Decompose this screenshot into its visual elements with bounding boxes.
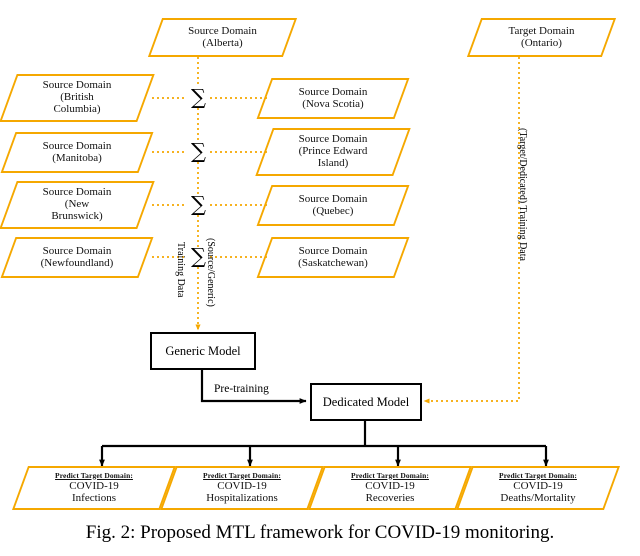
figure-caption: Fig. 2: Proposed MTL framework for COVID… <box>85 522 555 543</box>
dotted-source-edges <box>152 57 268 258</box>
source-domain-region: (Alberta) <box>202 36 243 49</box>
source-domain-nova-scotia[interactable]: Source Domain (Nova Scotia) <box>256 78 410 119</box>
edge-label-target-dedicated-training-data: (Target/Dedicated) Training Data <box>517 128 528 261</box>
summation-operator-2: ∑ <box>191 139 206 163</box>
output-branch-arrows <box>99 446 549 467</box>
source-domain-region: (Nova Scotia) <box>302 97 364 110</box>
output-distribution-bus <box>102 421 546 448</box>
target-domain-region: (Ontario) <box>521 36 562 49</box>
output-line-2: Hospitalizations <box>206 491 278 504</box>
source-domain-newfoundland[interactable]: Source Domain (Newfoundland) <box>0 237 154 278</box>
generic-model-box[interactable]: Generic Model <box>150 332 256 370</box>
source-domain-region: (Newfoundland) <box>40 256 114 269</box>
output-title: Predict Target Domain: <box>55 470 133 480</box>
output-covid19-recoveries[interactable]: Predict Target Domain: COVID-19 Recoveri… <box>307 466 473 510</box>
output-line-1: COVID-19 <box>217 479 267 492</box>
source-domain-alberta[interactable]: Source Domain (Alberta) <box>147 18 298 57</box>
source-domain-manitoba[interactable]: Source Domain (Manitoba) <box>0 132 154 173</box>
output-line-1: COVID-19 <box>69 479 119 492</box>
source-domain-region-cont: Brunswick) <box>51 209 103 222</box>
output-covid19-deaths-mortality[interactable]: Predict Target Domain: COVID-19 Deaths/M… <box>455 466 621 510</box>
source-domain-british-columbia[interactable]: Source Domain (British Columbia) <box>0 74 155 122</box>
source-domain-title: Source Domain <box>298 85 368 98</box>
target-domain-ontario[interactable]: Target Domain (Ontario) <box>466 18 617 57</box>
source-domain-saskatchewan[interactable]: Source Domain (Saskatchewan) <box>256 237 410 278</box>
output-line-1: COVID-19 <box>365 479 415 492</box>
edge-label-pre-training: Pre-training <box>214 383 269 395</box>
source-domain-new-brunswick[interactable]: Source Domain (New Brunswick) <box>0 181 155 229</box>
generic-model-label: Generic Model <box>165 343 241 358</box>
source-domain-title: Source Domain <box>188 24 257 37</box>
output-title: Predict Target Domain: <box>203 470 281 480</box>
source-domain-title: Source Domain <box>42 139 112 152</box>
summation-operator-3: ∑ <box>191 192 206 216</box>
output-title: Predict Target Domain: <box>351 470 429 480</box>
source-domain-region: (Manitoba) <box>52 151 102 164</box>
source-domain-prince-edward-island[interactable]: Source Domain (Prince Edward Island) <box>255 128 411 176</box>
source-domain-region: (Quebec) <box>312 204 354 217</box>
output-covid19-infections[interactable]: Predict Target Domain: COVID-19 Infectio… <box>11 466 177 510</box>
output-title: Predict Target Domain: <box>499 470 577 480</box>
source-domain-region-cont: Columbia) <box>53 102 101 115</box>
summation-operator-1: ∑ <box>191 85 206 109</box>
target-domain-title: Target Domain <box>508 24 575 37</box>
dedicated-model-label: Dedicated Model <box>322 394 410 409</box>
source-domain-title: Source Domain <box>298 192 368 205</box>
source-domain-title: Source Domain <box>42 244 112 257</box>
source-domain-region: (Saskatchewan) <box>298 256 368 269</box>
source-domain-region-cont: Island) <box>317 156 349 169</box>
edge-target-domain-to-dedicated-model <box>423 57 520 404</box>
edge-label-training-data: Training Data <box>175 242 186 298</box>
edge-label-source-generic: (Source/Generic) <box>205 238 216 307</box>
output-line-1: COVID-19 <box>513 479 563 492</box>
output-line-2: Recoveries <box>365 491 415 504</box>
output-line-2: Infections <box>72 491 116 504</box>
output-line-2: Deaths/Mortality <box>500 491 576 504</box>
dedicated-model-box[interactable]: Dedicated Model <box>310 383 422 421</box>
output-covid19-hospitalizations[interactable]: Predict Target Domain: COVID-19 Hospital… <box>159 466 325 510</box>
source-domain-title: Source Domain <box>298 244 368 257</box>
summation-operator-4: ∑ <box>191 244 206 268</box>
edge-pre-training <box>200 370 307 404</box>
source-domain-quebec[interactable]: Source Domain (Quebec) <box>256 185 410 226</box>
